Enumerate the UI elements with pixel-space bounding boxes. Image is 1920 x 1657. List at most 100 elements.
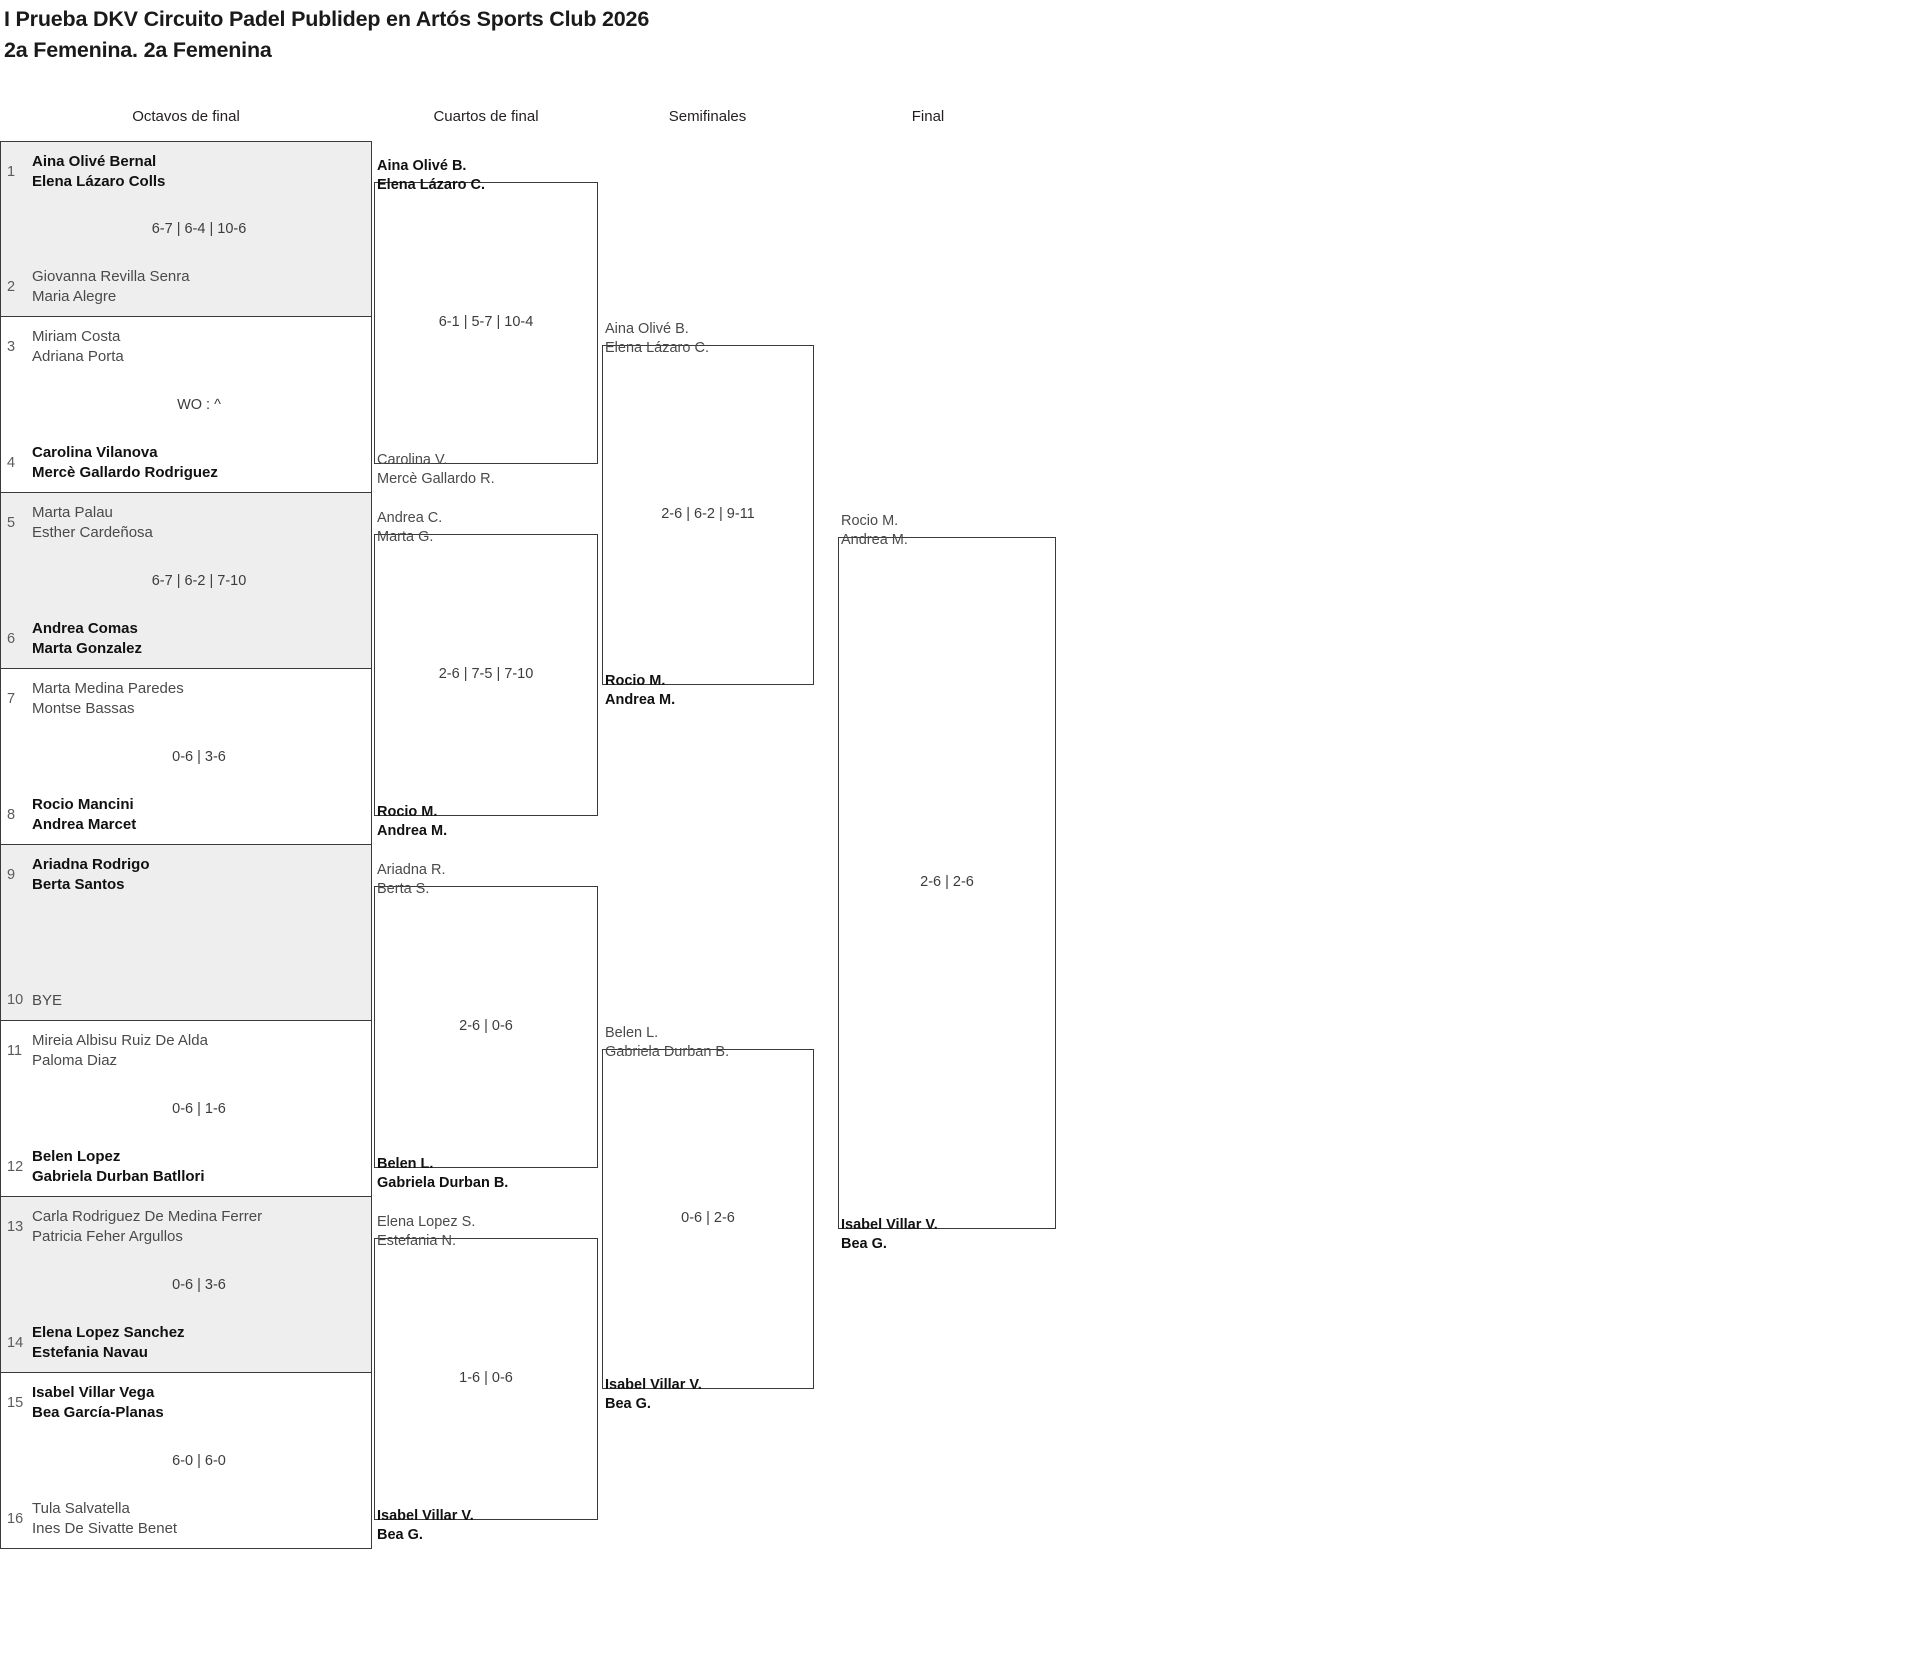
round-header-cuartos: Cuartos de final [433, 108, 539, 125]
player-name: Elena Lopez Sanchez [32, 1324, 185, 1341]
player-name: Gabriela Durban Batllori [32, 1167, 205, 1185]
player-name: Rocio Mancini [32, 796, 134, 813]
player-name: Mireia Albisu Ruiz De Alda [32, 1032, 208, 1049]
seed-number: 14 [7, 1334, 24, 1351]
player-name: Berta S. [377, 881, 430, 897]
player-name: Isabel Villar V. [605, 1377, 702, 1393]
player-name: Berta Santos [32, 875, 125, 893]
match-score: 6-0 | 6-0 [172, 1452, 226, 1469]
team-names: Aina Olivé B.Elena Lázaro C. [605, 320, 709, 358]
round-header-semifinales: Semifinales [668, 108, 747, 125]
bracket-connector [838, 537, 1056, 1229]
seed-number: 15 [7, 1394, 24, 1411]
player-name: Rocio M. [605, 673, 666, 689]
bracket-connector [374, 534, 598, 816]
player-name: Mercè Gallardo R. [377, 471, 495, 487]
match-score: 0-6 | 2-6 [681, 1210, 735, 1226]
player-name: Isabel Villar Vega [32, 1384, 155, 1401]
match-score: 0-6 | 3-6 [172, 748, 226, 765]
player-name: Maria Alegre [32, 287, 117, 305]
bracket-connector [374, 886, 598, 1168]
player-name: Mercè Gallardo Rodriguez [32, 463, 218, 481]
player-name: Tula Salvatella [32, 1500, 130, 1517]
bracket-connector [374, 1238, 598, 1520]
bracket-connector [374, 182, 598, 464]
seed-number: 3 [7, 338, 16, 355]
player-name: Andrea Marcet [32, 815, 137, 833]
team-names: Rocio M.Andrea M. [377, 803, 447, 841]
player-name: Marta Palau [32, 504, 113, 521]
player-name: Ariadna R. [377, 862, 446, 878]
round-header-octavos: Octavos de final [132, 108, 240, 125]
seed-number: 5 [7, 514, 16, 531]
player-name: Esther Cardeñosa [32, 523, 153, 541]
player-name: Marta G. [377, 529, 434, 545]
match-score: 2-6 | 7-5 | 7-10 [438, 666, 534, 682]
match-score: WO : ^ [177, 396, 221, 413]
seed-number: 2 [7, 278, 16, 295]
round-header-final: Final [911, 108, 945, 125]
seed-number: 1 [7, 163, 16, 180]
player-name: Bea G. [605, 1396, 651, 1412]
bye-label: BYE [32, 991, 63, 1009]
seed-number: 8 [7, 806, 16, 823]
player-name: Elena Lopez S. [377, 1214, 476, 1230]
player-name: Rocio M. [841, 513, 899, 529]
seed-number: 11 [7, 1042, 23, 1059]
player-name: Belen L. [605, 1025, 659, 1041]
player-name: Andrea M. [841, 532, 908, 548]
page-title: I Prueba DKV Circuito Padel Publidep en … [4, 4, 649, 66]
match-score: 6-1 | 5-7 | 10-4 [438, 314, 534, 330]
player-name: Adriana Porta [32, 347, 124, 365]
player-name: Ariadna Rodrigo [32, 856, 150, 873]
match-score: 6-7 | 6-2 | 7-10 [151, 572, 247, 589]
player-name: Paloma Diaz [32, 1051, 118, 1069]
player-name: Marta Medina Paredes [32, 680, 184, 697]
seed-number: 13 [7, 1218, 24, 1235]
player-name: Belen Lopez [32, 1148, 121, 1165]
player-name: Aina Olivé B. [605, 321, 689, 337]
team-names: Rocio M. Andrea M. [841, 512, 908, 550]
player-name: Rocio M. [377, 804, 438, 820]
player-name: Bea García-Planas [32, 1403, 164, 1421]
player-name: Andrea M. [605, 692, 676, 708]
tournament-title: I Prueba DKV Circuito Padel Publidep en … [4, 7, 650, 31]
team-names: Belen L.Gabriela Durban B. [605, 1024, 729, 1062]
match-score: 2-6 | 6-2 | 9-11 [661, 506, 755, 522]
player-name: Aina Olivé B. [377, 158, 467, 174]
player-name: Isabel Villar V. [377, 1508, 474, 1524]
match-score: 6-7 | 6-4 | 10-6 [151, 221, 247, 237]
player-name: Miriam Costa [32, 328, 121, 345]
match-score: 2-6 | 2-6 [920, 874, 974, 890]
